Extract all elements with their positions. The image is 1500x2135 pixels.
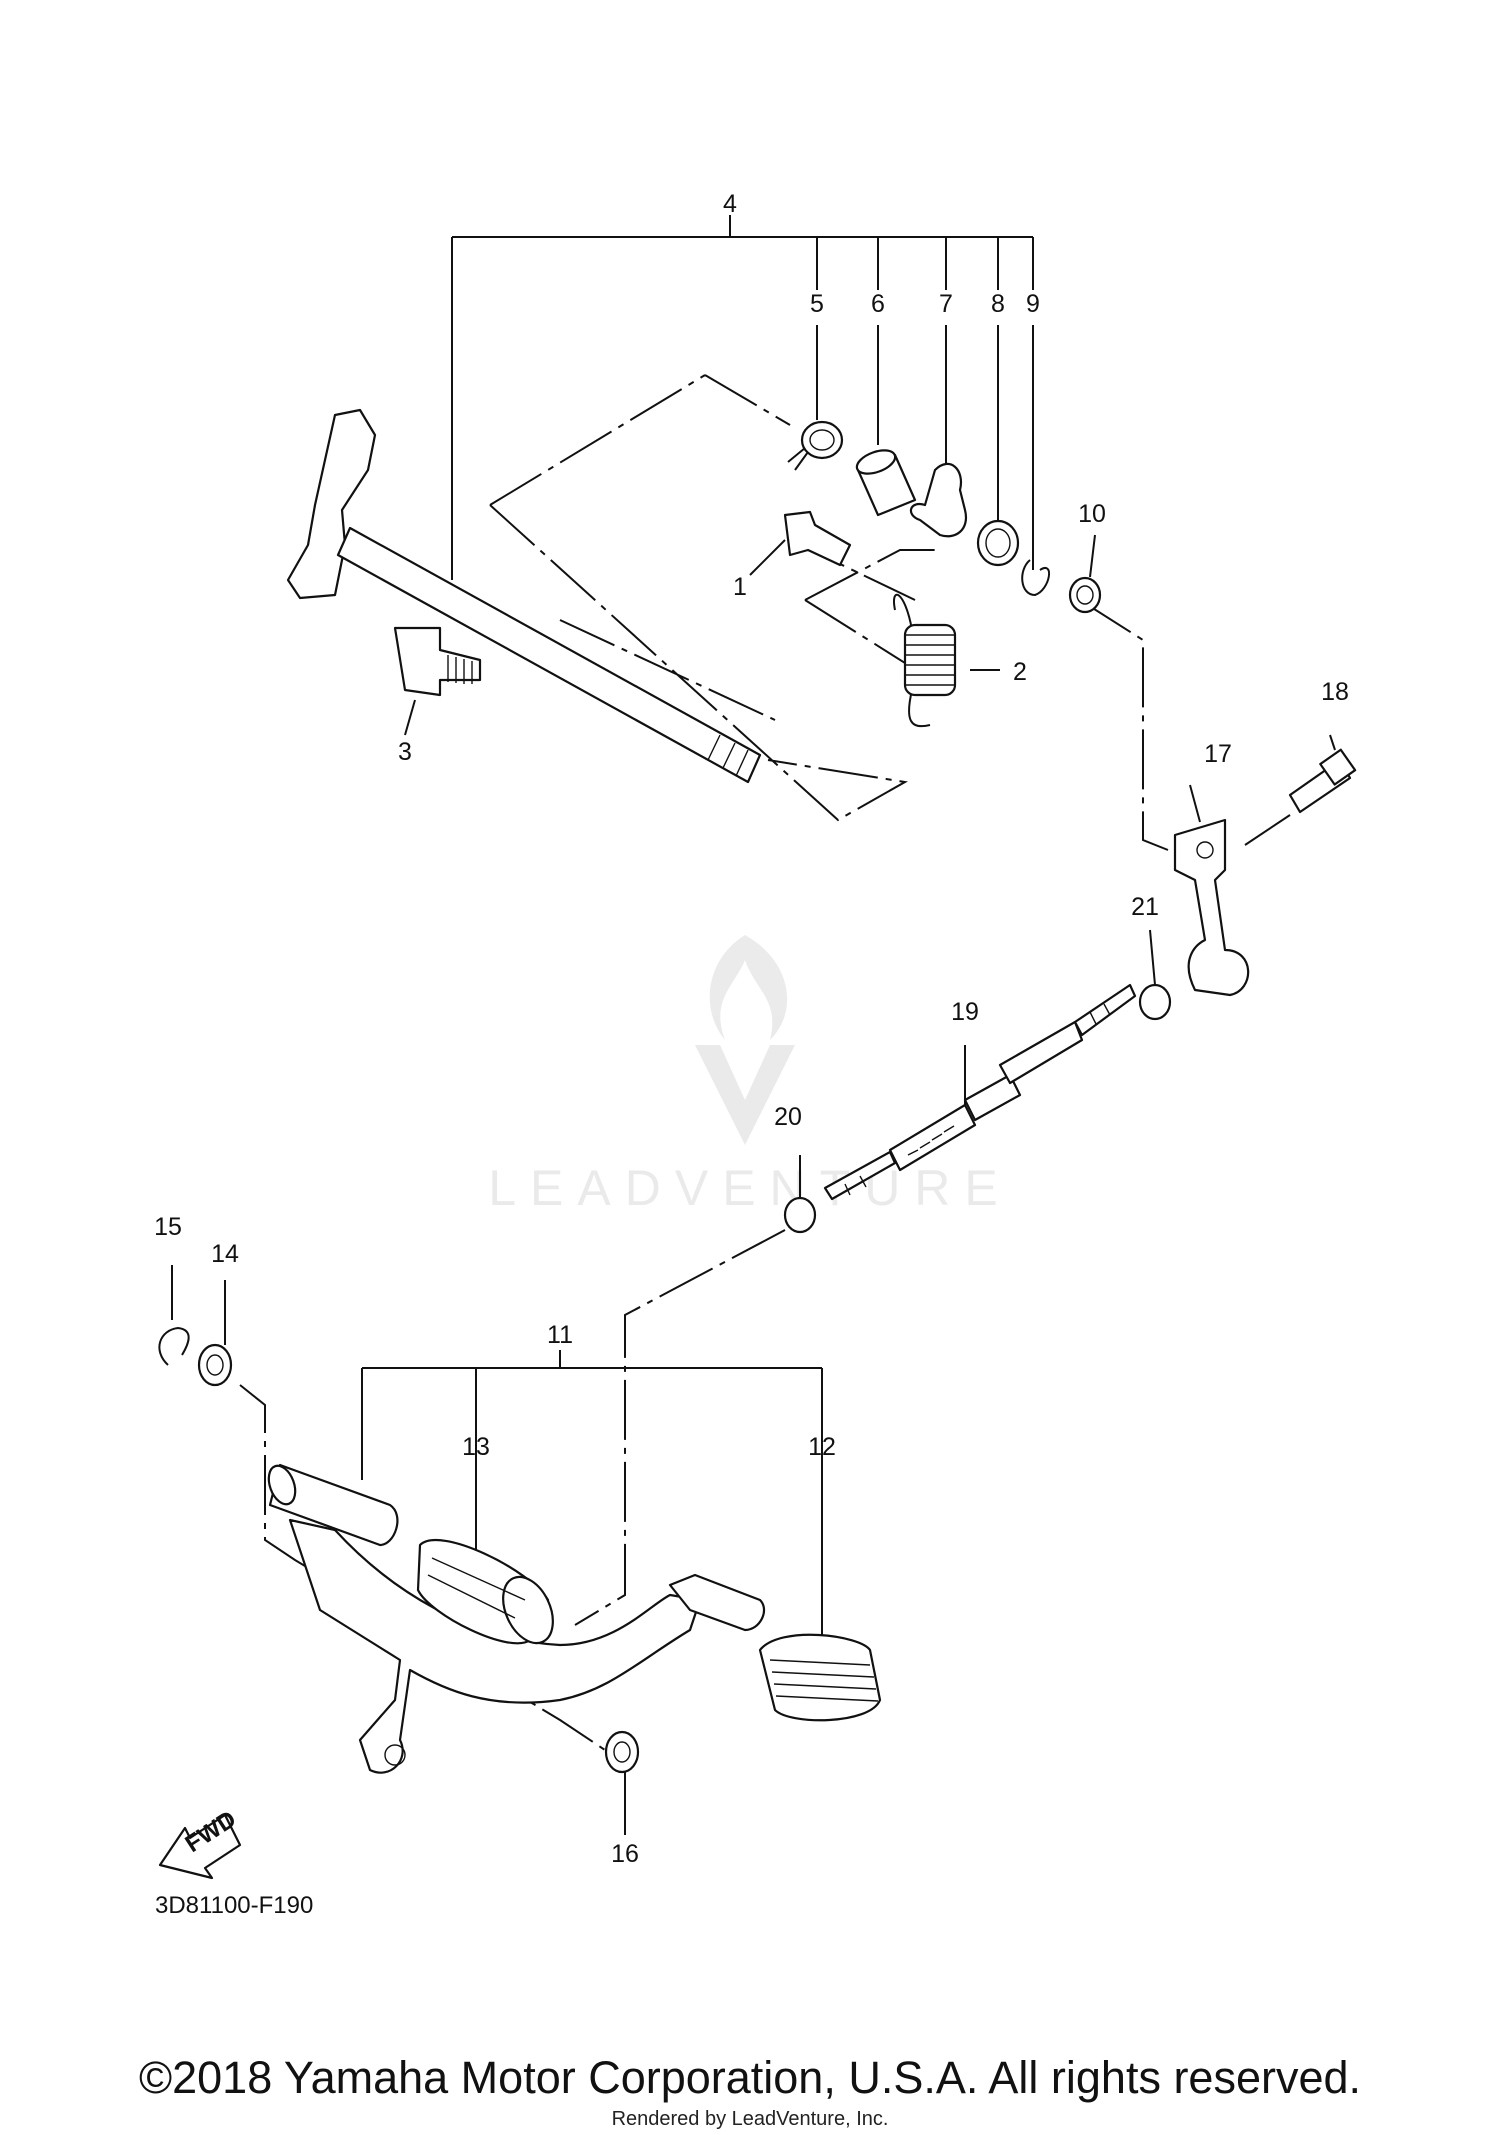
diagram-code: 3D81100-F190 [155, 1892, 313, 1919]
return-spring [893, 593, 957, 728]
callout-20: 20 [774, 1103, 802, 1131]
callout-1: 1 [733, 573, 747, 601]
toe-rubber [758, 1633, 882, 1722]
rendered-by-note: Rendered by LeadVenture, Inc. [611, 2108, 889, 2130]
pin [783, 510, 852, 567]
callout-5: 5 [810, 290, 824, 318]
copyright-notice: ©2018 Yamaha Motor Corporation, U.S.A. A… [138, 2052, 1362, 2103]
shift-rod [823, 983, 1137, 1201]
callout-18: 18 [1321, 678, 1349, 706]
watermark: LEADVENTURE [488, 935, 1012, 1216]
v-logo-icon [695, 1045, 795, 1145]
shift-shaft-arm [286, 408, 377, 600]
callout-3: 3 [398, 738, 412, 766]
callout-2: 2 [1013, 658, 1027, 686]
torsion-spring [787, 420, 844, 471]
circlip [1021, 559, 1051, 597]
callout-17: 17 [1204, 740, 1232, 768]
callout-15: 15 [154, 1213, 182, 1241]
watermark-text: LEADVENTURE [488, 1160, 1012, 1216]
stopper-lever [909, 462, 968, 538]
callout-4: 4 [723, 190, 737, 218]
callout-12: 12 [808, 1433, 836, 1461]
stud-bolt [393, 626, 482, 697]
flame-logo-icon [709, 935, 788, 1040]
callout-7: 7 [939, 290, 953, 318]
pedal-rubber [416, 1538, 554, 1645]
callout-13: 13 [462, 1433, 490, 1461]
callout-21: 21 [1131, 893, 1159, 921]
callout-9: 9 [1026, 290, 1040, 318]
circlip-15 [158, 1326, 190, 1366]
collar [855, 449, 917, 517]
callout-16: 16 [611, 1840, 639, 1868]
lock-nut [1138, 983, 1172, 1021]
washer-16 [604, 1730, 640, 1774]
callout-19: 19 [951, 998, 979, 1026]
fwd-arrow-icon: FWD [158, 1806, 241, 1880]
callout-labels: 1 2 3 4 5 6 7 8 9 10 11 12 13 14 15 16 1… [154, 190, 1349, 1868]
callout-10: 10 [1078, 500, 1106, 528]
callout-14: 14 [211, 1240, 239, 1268]
callout-8: 8 [991, 290, 1005, 318]
washer [976, 519, 1020, 567]
washer-14 [197, 1343, 233, 1387]
callout-6: 6 [871, 290, 885, 318]
shift-arm [1173, 818, 1250, 997]
callout-11: 11 [547, 1321, 573, 1349]
lock-nut-20 [783, 1196, 817, 1234]
shift-shaft [336, 526, 762, 784]
washer-10 [1068, 576, 1102, 614]
